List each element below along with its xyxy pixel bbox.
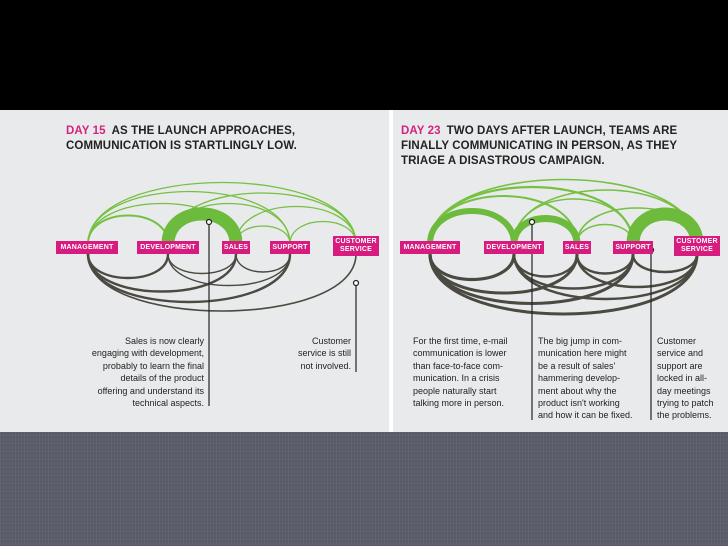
note-line: service and: [657, 348, 704, 359]
day23-note-email: For the first time, e-mail communication…: [413, 335, 531, 409]
note-line: The big jump in com-: [538, 336, 623, 346]
email-arc-support-cs: [289, 220, 357, 245]
day15-heading: DAY 15 AS THE LAUNCH APPROACHES, COMMUNIC…: [66, 124, 297, 154]
callout-dot-dev: [528, 218, 536, 226]
day23-email-arcs: [427, 178, 704, 251]
day23-title-line2: FINALLY COMMUNICATING IN PERSON, AS THEY: [401, 140, 678, 152]
note-line: engaging with development,: [91, 348, 204, 359]
face-arc-mgmt-support: [86, 252, 292, 304]
note-line: service is still: [297, 348, 351, 359]
day23-face-arcs: [428, 252, 699, 316]
email-arc-sales-cs: [235, 206, 357, 245]
email-arc-dev-sales: [161, 207, 243, 251]
face-arc-mgmt-sales: [86, 252, 238, 293]
day15-callouts: [205, 218, 360, 406]
day15-node-support: SUPPORT: [270, 241, 310, 254]
day23-title-line1: TWO DAYS AFTER LAUNCH, TEAMS ARE: [446, 125, 678, 137]
day23-node-management: MANAGEMENT: [400, 241, 460, 254]
day23-node-support: SUPPORT: [613, 241, 653, 254]
day23-node-customer-service: CUSTOMER SERVICE: [674, 236, 720, 256]
day15-node-cs-line2: SERVICE: [339, 246, 372, 253]
face-arc-support-cs: [631, 252, 699, 274]
email-arc-mgmt-dev: [427, 208, 517, 247]
callout-dot-cs: [352, 279, 360, 287]
day23-title-line3: TRIAGE A DISASTROUS CAMPAIGN.: [401, 155, 605, 167]
face-arc-sales-cs: [575, 252, 699, 289]
face-arc-dev-sales: [167, 253, 237, 275]
day15-node-development: DEVELOPMENT: [137, 241, 199, 254]
note-line: communication is lower: [413, 348, 507, 359]
note-line: Customer: [657, 336, 697, 346]
note-line: support are: [657, 360, 703, 371]
email-arc-dev-sales: [510, 215, 581, 248]
day15-node-customer-service: CUSTOMER SERVICE: [333, 236, 379, 256]
day23-note-support: Customer service and support are locked …: [657, 335, 727, 422]
note-line: probably to learn the final: [102, 360, 204, 371]
day23-panel: DAY 23 TWO DAYS AFTER LAUNCH, TEAMS ARE F…: [393, 110, 728, 432]
face-arc-mgmt-cs: [428, 252, 699, 316]
note-line: details of the product: [120, 373, 204, 384]
day23-node-cs-line2: SERVICE: [680, 246, 713, 253]
day15-face-arcs: [86, 252, 357, 312]
note-line: day meetings: [657, 385, 711, 396]
day15-node-sales: SALES: [222, 241, 250, 254]
day15-network-diagram: [86, 181, 360, 406]
face-arc-dev-cs: [512, 252, 699, 301]
note-line: than face-to-face com-: [413, 360, 504, 371]
note-line: ment about why the: [538, 385, 617, 396]
panel-divider: [389, 110, 393, 432]
day23-note-jump: The big jump in com- munication here mig…: [538, 335, 646, 422]
note-line: and how it can be fixed.: [538, 410, 633, 421]
face-arc-mgmt-cs: [87, 253, 357, 312]
note-line: product isn't working: [538, 398, 620, 409]
day15-panel: DAY 15 AS THE LAUNCH APPROACHES, COMMUNIC…: [0, 110, 389, 432]
note-line: hammering develop-: [538, 373, 621, 384]
day15-title-line1: AS THE LAUNCH APPROACHES,: [111, 125, 296, 137]
note-line: technical aspects.: [132, 398, 204, 409]
note-line: Customer: [311, 336, 351, 346]
day23-node-development: DEVELOPMENT: [484, 241, 544, 254]
note-line: munication. In a crisis: [413, 373, 500, 384]
day23-label: DAY 23: [401, 125, 441, 137]
email-arc-support-cs: [626, 207, 704, 251]
day15-label: DAY 15: [66, 125, 106, 137]
day23-node-cs-line1: CUSTOMER: [676, 238, 718, 245]
callout-dot-sales: [205, 218, 213, 226]
day15-title-line2: COMMUNICATION IS STARTLINGLY LOW.: [66, 140, 297, 152]
note-line: offering and understand its: [97, 385, 204, 396]
day15-node-cs-line1: CUSTOMER: [335, 238, 377, 245]
note-line: Sales is now clearly: [124, 336, 204, 346]
day15-note-sales: Sales is now clearly engaging with devel…: [70, 335, 204, 409]
day15-node-management: MANAGEMENT: [56, 241, 118, 254]
note-line: locked in all-: [657, 373, 708, 384]
day23-heading: DAY 23 TWO DAYS AFTER LAUNCH, TEAMS ARE F…: [401, 124, 677, 169]
day15-email-arcs: [87, 181, 357, 251]
day23-network-diagram: [427, 178, 704, 420]
note-line: people naturally start: [413, 385, 497, 396]
note-line: talking more in person.: [413, 398, 505, 409]
face-arc-dev-support: [167, 253, 291, 287]
face-arc-sales-support: [235, 253, 291, 273]
day15-note-customer: Customer service is still not involved.: [270, 335, 351, 372]
note-line: munication here might: [538, 348, 627, 359]
note-line: not involved.: [300, 360, 351, 371]
day23-node-sales: SALES: [563, 241, 591, 254]
bottom-textured-band: [0, 432, 728, 546]
note-line: the problems.: [657, 410, 712, 421]
note-line: For the first time, e-mail: [413, 336, 508, 346]
top-black-band: [0, 0, 728, 110]
note-line: be a result of sales': [538, 360, 616, 371]
note-line: trying to patch: [657, 398, 714, 409]
